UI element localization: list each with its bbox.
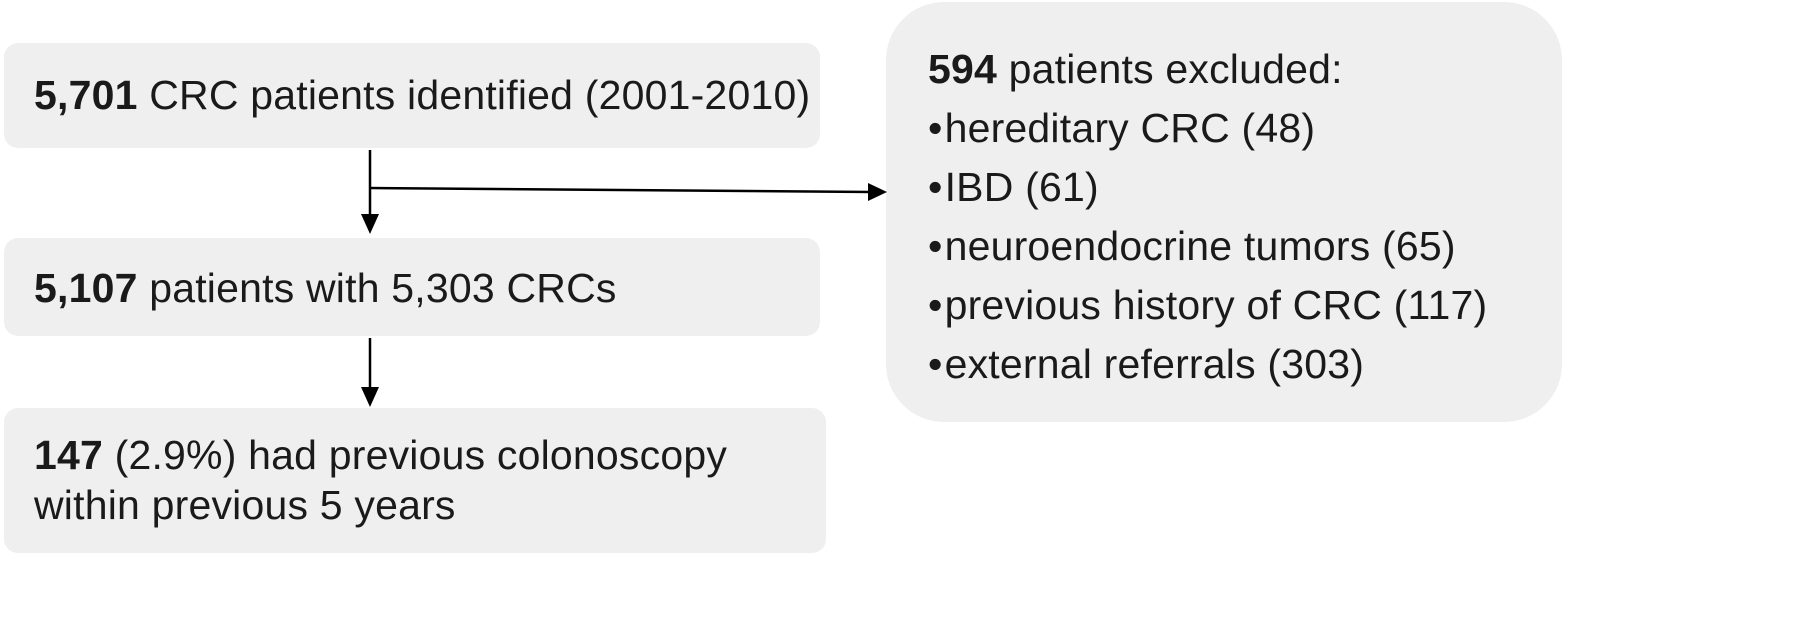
- excluded-item-label: IBD (61): [944, 164, 1099, 210]
- included-text: patients with 5,303 CRCs: [137, 265, 617, 311]
- excluded-item-previous-history: •previous history of CRC (117): [928, 272, 1562, 339]
- excluded-text: patients excluded:: [997, 46, 1343, 92]
- box-patients-identified: 5,701 CRC patients identified (2001-2010…: [4, 43, 820, 148]
- box-patients-excluded: 594 patients excluded: •hereditary CRC (…: [886, 2, 1562, 422]
- included-line: 5,107 patients with 5,303 CRCs: [34, 264, 820, 313]
- excluded-item-label: hereditary CRC (48): [944, 105, 1316, 151]
- previous-count: 147: [34, 432, 104, 478]
- bullet: •: [928, 282, 943, 328]
- excluded-item-hereditary: •hereditary CRC (48): [928, 95, 1562, 162]
- previous-line-2: within previous 5 years: [34, 482, 456, 528]
- box-previous-colonoscopy: 147 (2.9%) had previous colonoscopy with…: [4, 408, 826, 553]
- excluded-item-label: external referrals (303): [944, 341, 1365, 387]
- bullet: •: [928, 164, 943, 210]
- identified-count: 5,701: [34, 72, 138, 118]
- excluded-header: 594 patients excluded:: [928, 36, 1562, 103]
- identified-text: CRC patients identified (2001-2010): [137, 72, 811, 118]
- included-count: 5,107: [34, 265, 138, 311]
- identified-line: 5,701 CRC patients identified (2001-2010…: [34, 71, 820, 120]
- box-patients-included: 5,107 patients with 5,303 CRCs: [4, 238, 820, 336]
- previous-line1-rest: (2.9%) had previous colonoscopy: [103, 432, 728, 478]
- excluded-item-ibd: •IBD (61): [928, 154, 1562, 221]
- bullet: •: [928, 341, 943, 387]
- bullet: •: [928, 223, 943, 269]
- excluded-count: 594: [928, 46, 998, 92]
- excluded-item-external-referrals: •external referrals (303): [928, 331, 1562, 398]
- excluded-item-label: previous history of CRC (117): [944, 282, 1488, 328]
- arrowhead-right: [868, 183, 887, 201]
- excluded-item-label: neuroendocrine tumors (65): [944, 223, 1456, 269]
- previous-line-1: 147 (2.9%) had previous colonoscopy: [34, 430, 826, 480]
- arrowhead-down-2: [361, 387, 379, 407]
- arrowhead-down-1: [361, 214, 379, 234]
- arrow-line-to-excluded: [369, 186, 873, 194]
- bullet: •: [928, 105, 943, 151]
- excluded-item-neuroendocrine: •neuroendocrine tumors (65): [928, 213, 1562, 280]
